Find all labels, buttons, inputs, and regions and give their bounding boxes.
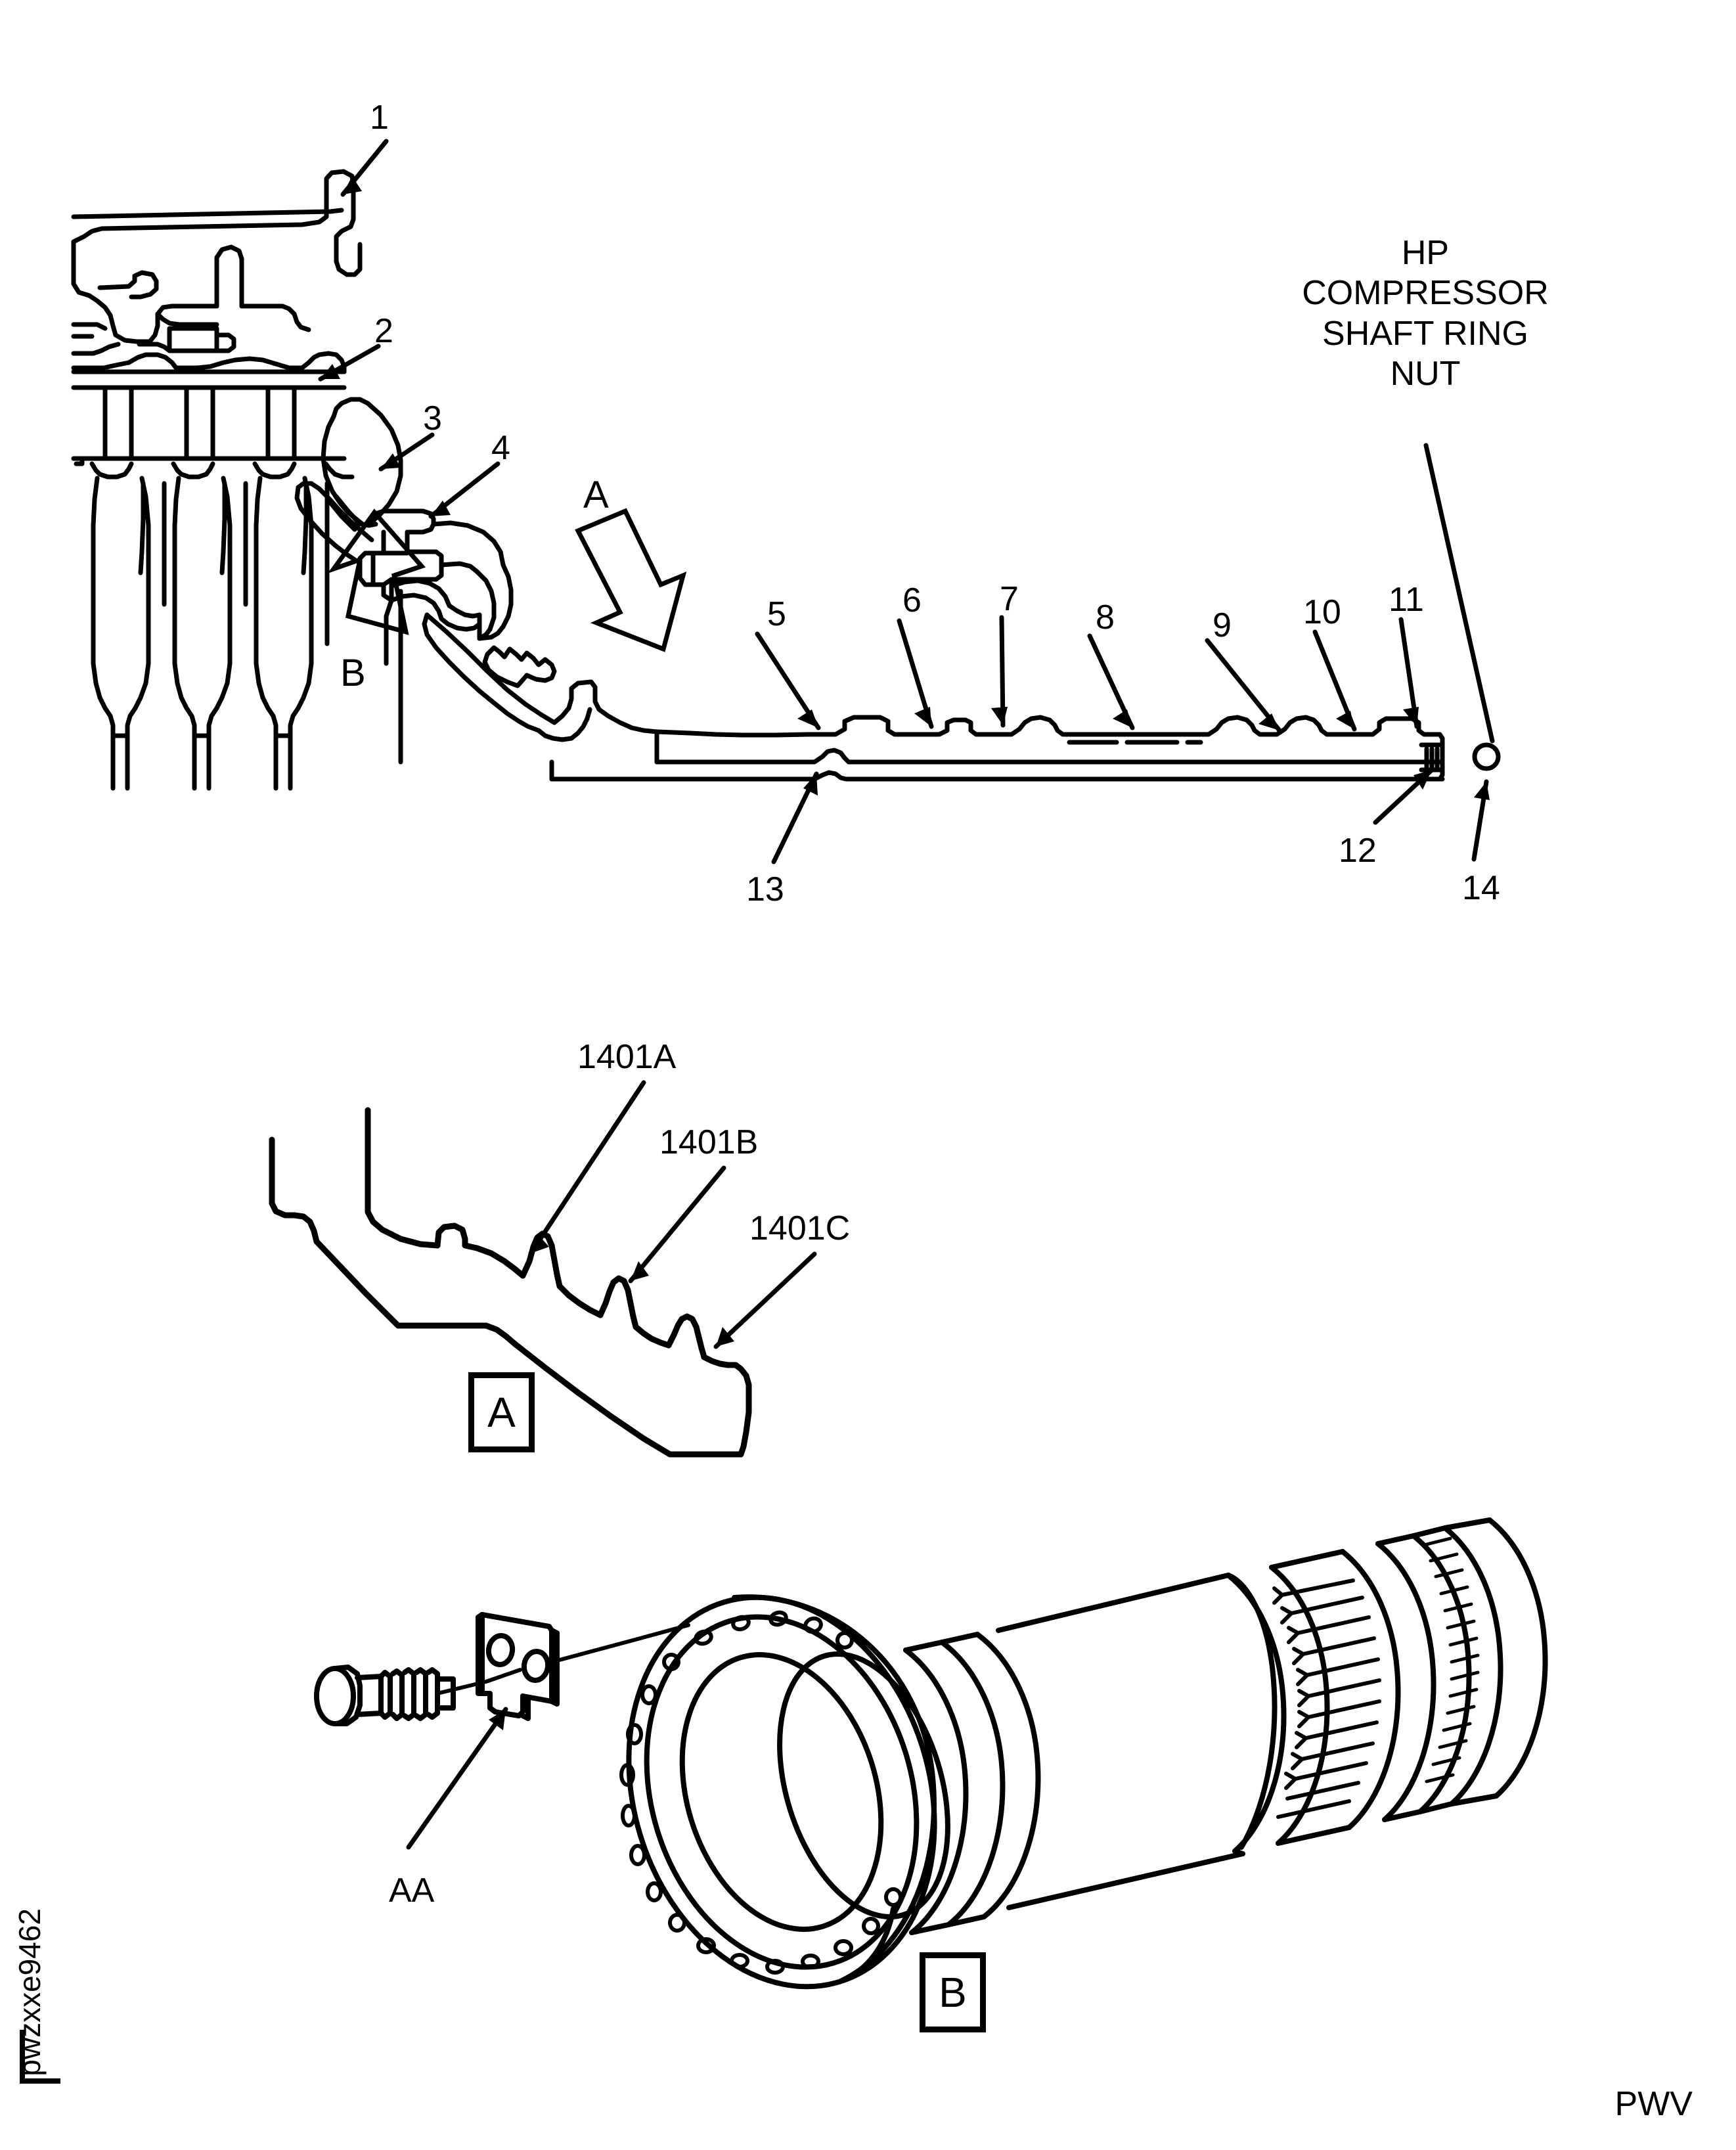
callout-number-7: 7 [1000, 580, 1019, 618]
callout-number-14: 14 [1462, 869, 1500, 907]
section-arrow-label-a: A [583, 474, 609, 516]
callout-number-1: 1 [370, 99, 389, 137]
callout-number-12: 12 [1339, 832, 1377, 870]
figure-code: pwzxxe9462 [12, 1908, 47, 2076]
detail-a-callout-1401c: 1401C [749, 1209, 851, 1247]
detail-b-label-box: B [920, 1952, 986, 2032]
detail-a-callout-1401a: 1401A [577, 1038, 677, 1076]
callout-number-8: 8 [1096, 598, 1115, 637]
callout-number-4: 4 [491, 429, 510, 467]
detail-a-label-box: A [468, 1372, 535, 1452]
callout-number-6: 6 [902, 581, 922, 619]
callout-number-9: 9 [1213, 606, 1232, 644]
hp-compressor-shaft-ring-nut-callout: HP COMPRESSOR SHAFT RING NUT [1302, 234, 1549, 393]
callout-number-5: 5 [767, 595, 786, 633]
page-code: PWV [1614, 2084, 1693, 2123]
detail-a-callout-1401b: 1401B [659, 1123, 759, 1161]
detail-b-callout-aa: AA [389, 1871, 435, 1910]
callout-number-13: 13 [746, 870, 784, 908]
figure-code-bracket [20, 2030, 60, 2084]
detail-a-label-text: A [487, 1389, 516, 1436]
callout-number-10: 10 [1303, 593, 1341, 631]
callout-number-11: 11 [1389, 581, 1424, 619]
section-arrow-label-b: B [340, 652, 366, 694]
callout-number-2: 2 [374, 312, 393, 350]
callout-number-3: 3 [423, 399, 442, 437]
detail-b-label-text: B [939, 1969, 967, 2016]
